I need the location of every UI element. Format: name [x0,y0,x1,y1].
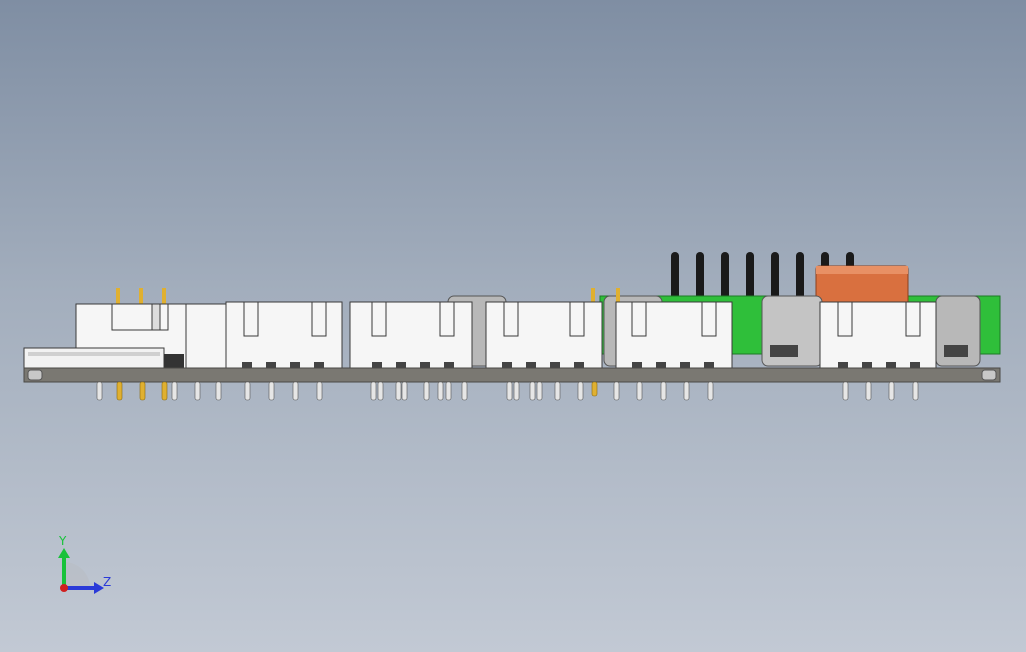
connector-2 [349,301,473,369]
flat-connector [23,347,184,369]
axis-triad: Y Z [58,534,111,594]
z-axis-label: Z [103,575,111,589]
connector-pin-pads [242,362,920,368]
jst-connectors [225,301,937,369]
connector-1 [225,301,343,369]
connector-3 [485,301,603,369]
inductor [815,265,909,307]
pcb-board [23,367,1001,383]
connector-5 [819,301,937,369]
y-axis-label: Y [58,534,67,548]
through-hole-pins [96,381,919,401]
gold-pins-top [116,288,620,308]
connector-4 [615,301,733,369]
x-axis-dot [60,584,68,592]
